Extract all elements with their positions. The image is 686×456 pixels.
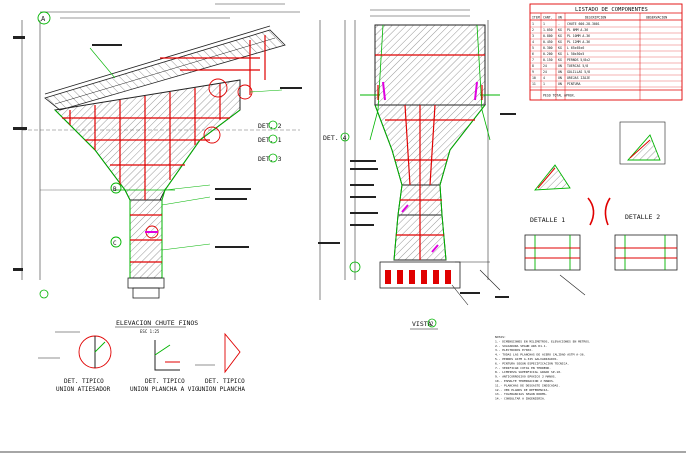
left-view-title: ELEVACION CHUTE FINOS — [116, 319, 198, 327]
components-table: LISTADO DE COMPONENTES ITEM CANT. UN DES… — [529, 3, 683, 101]
note-line: 9.- ANTICORROSIVO EPOXICO 2 MANOS. — [495, 375, 557, 379]
table-cell: PL 6MM A-36 — [567, 28, 588, 32]
table-cell: 8 — [532, 64, 534, 68]
det-typical-3-line1: DET. TIPICO — [205, 378, 245, 385]
table-cell: GOLILLAS 5/8 — [567, 70, 590, 74]
right-view-title: VISTA — [412, 320, 432, 328]
table-cell: 1.050 — [543, 28, 553, 32]
detalle-1-label: DETALLE 1 — [530, 216, 565, 224]
table-cell: 10 — [532, 76, 536, 80]
note-line: 14.- CONSULTAR A INGENIERIA. — [495, 397, 546, 401]
det-label-4: DET. 4 — [323, 134, 347, 142]
table-cell: KG — [558, 58, 562, 62]
table-cell: PINTURA — [567, 82, 581, 86]
table-cell: TUERCAS 5/8 — [567, 64, 588, 68]
section-marker-b: B — [113, 186, 117, 193]
note-line: 7.- VERIFICAR COTAS EN TERRENO. — [495, 366, 551, 370]
det-typical-1-line2: UNION ATIESADOR — [56, 386, 111, 393]
table-cell: 2 — [532, 28, 534, 32]
table-cell: 0.450 — [543, 40, 553, 44]
note-line: 10.- ESMALTE TERMINACION 2 MANOS. — [495, 379, 555, 383]
table-cell: 0.150 — [543, 58, 553, 62]
table-cell: L 50x50x5 — [567, 52, 584, 56]
notes-block: NOTAS:1.- DIMENSIONES EN MILIMETROS, ELE… — [495, 335, 591, 401]
table-cell: 4 — [532, 40, 534, 44]
table-header-qty: CANT. — [543, 16, 553, 20]
table-cell: 0.800 — [543, 34, 553, 38]
det-typical-1-line1: DET. TIPICO — [64, 378, 104, 385]
note-line: 6.- PINTURA SEGUN ESPECIFICACION TECNICA… — [495, 361, 569, 365]
table-cell: 1 — [543, 22, 545, 26]
table-cell: KG — [558, 28, 562, 32]
table-header-item: ITEM — [532, 16, 540, 20]
center-view: DET. 4 — [318, 9, 516, 306]
table-cell: 24 — [543, 64, 547, 68]
note-line: 13.- TOLERANCIAS SEGUN NORMA. — [495, 392, 548, 396]
note-line: 2.- SOLDADURA SEGUN AWS D1.1. — [495, 344, 548, 348]
table-cell: 7 — [532, 58, 534, 62]
table-footer: PESO TOTAL APROX. — [543, 94, 576, 98]
table-header-unit: UN — [558, 16, 562, 20]
note-line: NOTAS: — [495, 335, 506, 339]
table-header-obs: OBSERVACION — [646, 16, 667, 20]
note-line: 4.- TODAS LAS PLANCHAS DE ACERO CALIDAD … — [495, 353, 586, 357]
section-marker-c: C — [113, 240, 117, 247]
detalle-2-label: DETALLE 2 — [625, 213, 660, 221]
table-cell: 1 — [543, 82, 545, 86]
table-cell: KG — [558, 40, 562, 44]
table-cell: PL 12MM A-36 — [567, 40, 590, 44]
table-cell: 4 — [543, 76, 545, 80]
table-cell: KG — [558, 46, 562, 50]
note-line: 3.- ELECTRODOS E70XX. — [495, 348, 533, 352]
table-cell: PERNOS 5/8x2 — [567, 58, 590, 62]
table-cell: 0.200 — [543, 52, 553, 56]
table-cell: 24 — [543, 70, 547, 74]
note-line: 1.- DIMENSIONES EN MILIMETROS, ELEVACION… — [495, 339, 591, 343]
table-cell: 1 — [532, 22, 534, 26]
table-cell: KG — [558, 34, 562, 38]
right-view-number: 2 — [431, 322, 434, 328]
table-cell: CHUTE 600-28-3001 — [567, 22, 600, 26]
table-cell: 6 — [532, 52, 534, 56]
table-cell: UN — [558, 82, 562, 86]
table-cell: OREJAS IZAJE — [567, 76, 590, 80]
table-cell: 0.300 — [543, 46, 553, 50]
note-line: 12.- VER PLANOS DE REFERENCIA. — [495, 388, 549, 392]
left-elevation: A B C DET. 2 DET. 1 DET. 3 — [13, 3, 321, 300]
note-line: 11.- PLANCHAS DE DESGASTE INDICADAS. — [495, 383, 560, 387]
table-cell: 5 — [532, 46, 534, 50]
table-cell: 3 — [532, 34, 534, 38]
table-cell: L 65x65x6 — [567, 46, 584, 50]
section-marker-a: A — [41, 15, 46, 23]
table-cell: 9 — [532, 70, 534, 74]
table-cell: UN — [558, 76, 562, 80]
table-cell: UN — [558, 70, 562, 74]
table-cell: PL 10MM A-36 — [567, 34, 590, 38]
table-cell: KG — [558, 52, 562, 56]
table-title: LISTADO DE COMPONENTES — [575, 7, 648, 13]
det-typical-3-line2: UNION PLANCHA — [198, 386, 245, 393]
left-view-scale: ESC 1:25 — [140, 329, 160, 334]
table-cell: 11 — [532, 82, 536, 86]
note-line: 8.- LIMPIEZA SUPERFICIAL GRADO SP-10. — [495, 370, 562, 374]
typical-details — [38, 331, 241, 374]
det-label-1: DET. 1 — [258, 136, 282, 144]
table-header-desc: DESCRIPCION — [585, 16, 606, 20]
det-typical-2-line1: DET. TIPICO — [145, 378, 185, 385]
right-details — [524, 121, 678, 296]
det-label-3: DET. 3 — [258, 155, 282, 163]
det-label-2: DET. 2 — [258, 122, 282, 130]
det-typical-2-line2: UNION PLANCHA A VIG. — [130, 386, 202, 393]
table-cell: - — [558, 22, 560, 26]
table-cell: UN — [558, 64, 562, 68]
note-line: 5.- PERNOS ASTM A-325 GALVANIZADOS. — [495, 357, 558, 361]
